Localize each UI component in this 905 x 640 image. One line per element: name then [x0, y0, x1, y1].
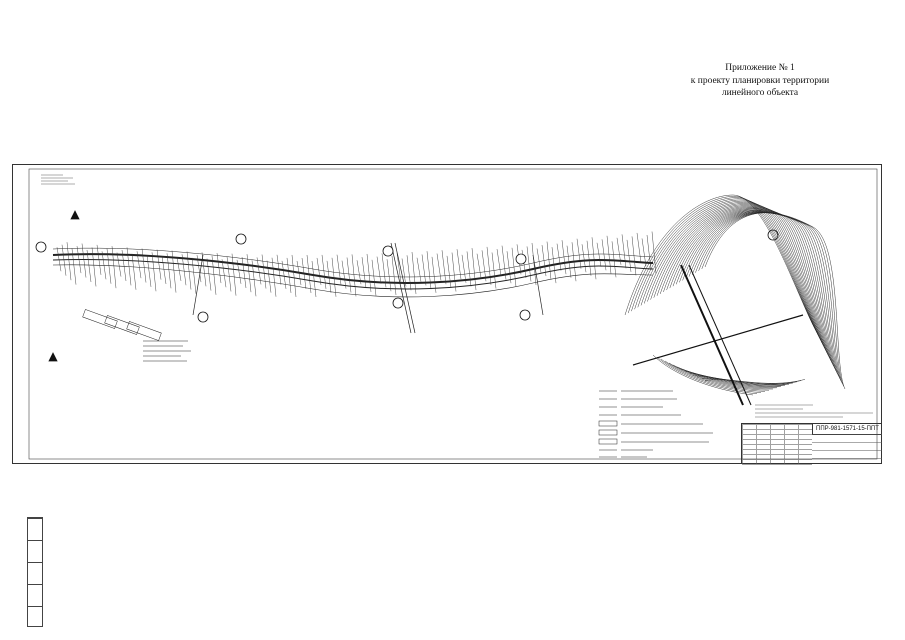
- binding-strip: [27, 517, 43, 627]
- top-left-note: [41, 174, 75, 185]
- callout-markers: [35, 229, 779, 323]
- map-legend: [598, 390, 713, 458]
- small-legend-left: [143, 340, 191, 362]
- appendix-subtitle: к проекту планировки территории: [690, 75, 830, 86]
- corridor-hatching: [56, 231, 657, 298]
- parcel-labels: [82, 309, 162, 341]
- title-block: ППР-981-1571-15-ППТ: [741, 423, 882, 465]
- north-arrow: [48, 210, 80, 362]
- general-notes: [755, 404, 873, 418]
- appendix-title: Приложение № 1: [725, 63, 795, 73]
- territory-plan-drawing: [28, 168, 878, 460]
- appendix-object: линейного объекта: [721, 88, 799, 98]
- crossing-lines: [192, 242, 544, 334]
- drawing-sheet: ППР-981-1571-15-ППТ: [12, 164, 882, 627]
- topographic-contours: [624, 194, 846, 396]
- crossing-road: [632, 264, 804, 406]
- title-block-rows: [812, 434, 882, 464]
- appendix-header: Приложение № 1 к проекту планировки терр…: [680, 62, 840, 100]
- title-block-grid: [742, 424, 812, 465]
- linear-object-corridor: [52, 247, 654, 298]
- inner-frame: [28, 168, 878, 460]
